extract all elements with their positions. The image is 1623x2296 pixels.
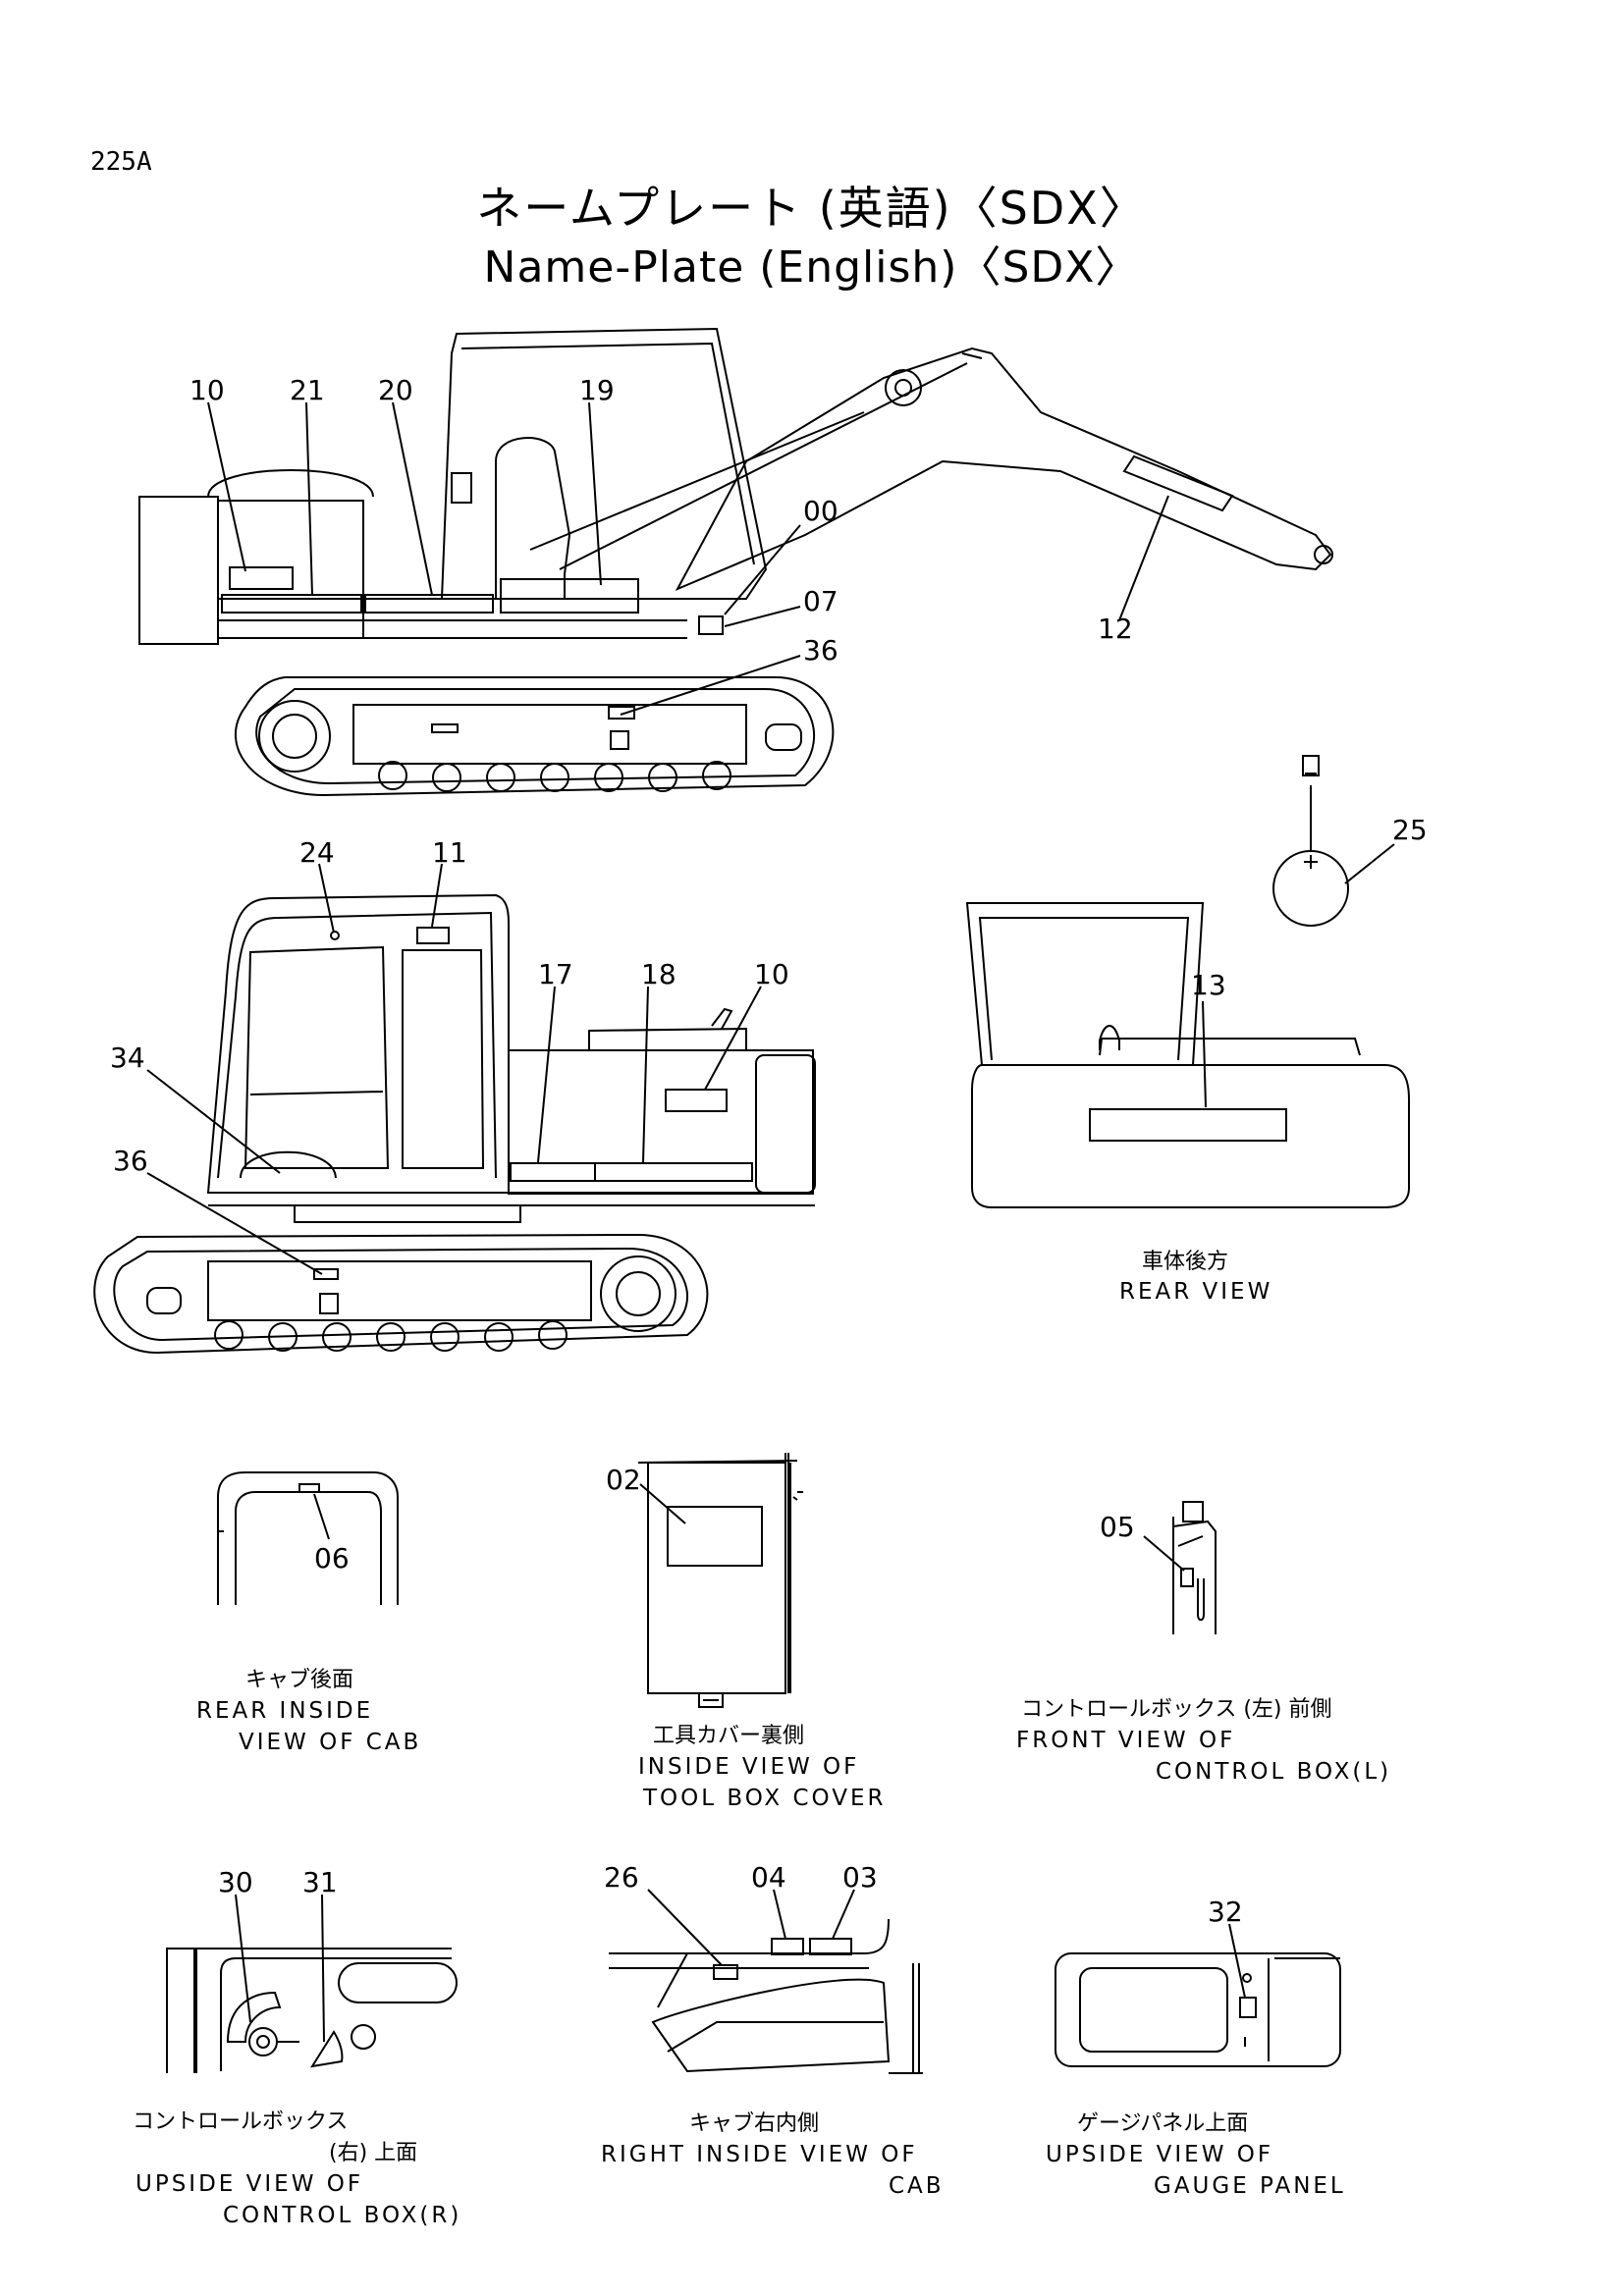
control-box-right-detail [166,1894,458,2073]
callout-side-right-6: 36 [113,1145,148,1177]
control-box-left-detail [1143,1501,1217,1634]
callout-side-left-0: 10 [189,374,225,406]
callout-side-left-3: 19 [579,374,615,406]
callout-side-right-3: 18 [641,958,676,990]
callout-rear-1: 13 [1191,969,1226,1001]
callout-cab-right-1: 04 [751,1861,786,1894]
cab-rear-caption-jp: キャブ後面 [245,1668,353,1692]
cab-right-inside-detail [609,1889,923,2074]
rear-view-caption-jp: 車体後方 [1142,1250,1228,1274]
callout-cab-right-0: 26 [604,1861,639,1894]
callout-side-right-4: 10 [754,958,789,990]
gauge-caption-jp: ゲージパネル上面 [1077,2111,1248,2136]
callout-side-left-7: 12 [1098,613,1133,645]
decal-10-left [229,566,294,590]
callout-rear-0: 25 [1392,814,1428,846]
callout-side-right-2: 17 [538,958,573,990]
leader-lines-rear [1202,843,1395,1108]
leader-lines-right [146,863,762,1275]
callout-side-left-2: 20 [378,374,413,406]
cab-rear-detail [217,1471,399,1605]
cab-right-caption-jp: キャブ右内側 [689,2111,819,2136]
gauge-panel-detail [1055,1923,1341,2067]
callout-side-left-6: 36 [803,634,839,667]
callout-side-right-1: 11 [432,836,467,869]
page-title-english: Name-Plate (English)〈SDX〉 [483,242,1140,293]
callout-side-left-1: 21 [290,374,325,406]
rear-view-caption-en: REAR VIEW [1119,1279,1272,1305]
ctrl-left-caption-en-2: CONTROL BOX(L) [1156,1759,1391,1785]
page-number: 225A [90,147,152,177]
decal-10-right [665,1089,728,1112]
ctrl-right-caption-jp-2: (右) 上面 [329,2141,417,2165]
callout-side-right-5: 34 [110,1041,145,1074]
excavator-left-side-view [138,327,1333,797]
callout-ctrl-left: 05 [1100,1511,1135,1543]
toolbox-cover-detail [637,1453,803,1708]
toolbox-caption-en-1: INSIDE VIEW OF [638,1754,859,1780]
gauge-caption-en-1: UPSIDE VIEW OF [1046,2142,1273,2167]
cab-right-caption-en-1: RIGHT INSIDE VIEW OF [601,2142,918,2167]
ctrl-right-caption-en-1: UPSIDE VIEW OF [135,2171,363,2197]
ctrl-right-caption-en-2: CONTROL BOX(R) [223,2203,461,2228]
cab-rear-caption-en-2: VIEW OF CAB [239,1730,421,1755]
excavator-rear-view [965,755,1410,1208]
page-title-japanese: ネームプレート (英語)〈SDX〉 [476,182,1147,235]
toolbox-caption-jp: 工具カバー裏側 [653,1724,804,1748]
cab-right-caption-en-2: CAB [889,2173,945,2199]
leader-lines-left [207,401,1169,716]
callout-side-left-5: 07 [803,585,839,617]
callout-cab-rear: 06 [314,1542,350,1575]
callout-ctrl-right-0: 30 [218,1866,253,1898]
gauge-caption-en-2: GAUGE PANEL [1154,2173,1346,2199]
callout-cab-right-2: 03 [842,1861,878,1894]
ctrl-right-caption-jp-1: コントロールボックス [133,2109,348,2134]
callout-gauge: 32 [1208,1896,1243,1928]
callout-ctrl-right-1: 31 [302,1866,338,1898]
toolbox-caption-en-2: TOOL BOX COVER [642,1786,886,1811]
callout-toolbox: 02 [606,1464,641,1496]
excavator-right-side-view [93,893,816,1355]
callout-side-left-4: 00 [803,495,839,527]
cab-rear-caption-en-1: REAR INSIDE [196,1698,373,1724]
ctrl-left-caption-jp: コントロールボックス (左) 前側 [1021,1697,1332,1722]
ctrl-left-caption-en-1: FRONT VIEW OF [1016,1728,1235,1753]
callout-side-right-0: 24 [299,836,335,869]
